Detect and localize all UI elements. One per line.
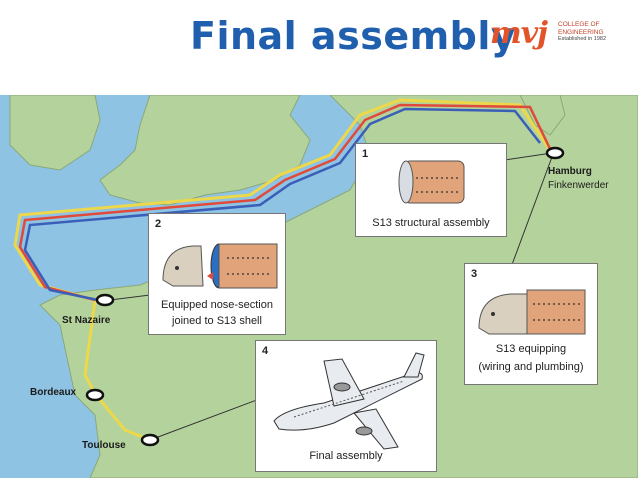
step-4-box: 4 Final assembly: [255, 340, 437, 472]
page-title: Final assembly: [190, 14, 517, 58]
hamburg-marker: [545, 146, 565, 160]
hamburg-label: Hamburg: [548, 166, 592, 177]
route-map: Hamburg Finkenwerder St Nazaire Bordeaux…: [0, 94, 638, 479]
logo-mark: mvj: [490, 16, 548, 51]
aircraft-icon: [273, 352, 425, 450]
equipped-fuselage-icon: [478, 289, 586, 335]
bordeaux-label: Bordeaux: [30, 387, 77, 398]
step-2-box: 2 Equipped nose-section joined to S13 sh…: [148, 213, 286, 335]
connector-4: [149, 394, 271, 441]
ireland-landmass: [9, 94, 101, 171]
step-4-number: 4: [262, 345, 269, 357]
step-3-number: 3: [471, 268, 478, 280]
st-nazaire-marker: [95, 293, 115, 307]
denmark-landmass: [519, 94, 566, 136]
fuselage-shell-icon: [398, 160, 465, 204]
step-1-caption: S13 structural assembly: [372, 217, 490, 229]
step-1-box: 1 S13 structural assembly: [355, 143, 507, 237]
toulouse-label: Toulouse: [82, 440, 126, 451]
step-3-box: 3 S13 equipping (wiring and plumbing): [464, 263, 598, 385]
step-4-caption: Final assembly: [309, 450, 383, 462]
st-nazaire-label: St Nazaire: [62, 315, 111, 326]
connector-1: [504, 152, 553, 161]
bordeaux-marker: [85, 388, 105, 402]
route-blue: [23, 107, 541, 302]
logo-line-3: Established in 1982: [558, 36, 607, 42]
step-3-caption-line-2: (wiring and plumbing): [478, 361, 584, 373]
college-logo: mvj COLLEGE OF ENGINEERING Established i…: [490, 16, 610, 56]
route-red: [18, 103, 554, 302]
step-2-number: 2: [155, 218, 162, 230]
step-3-caption-line-1: S13 equipping: [495, 343, 567, 355]
step-2-caption-line-1: Equipped nose-section: [161, 299, 273, 311]
logo-line-1: COLLEGE OF: [558, 21, 600, 28]
connector-2: [109, 294, 151, 301]
step-1-number: 1: [362, 148, 369, 160]
connector-3: [509, 156, 553, 271]
nose-join-icon: [162, 243, 278, 289]
step-2-caption-line-2: joined to S13 shell: [172, 315, 262, 327]
toulouse-marker: [140, 433, 160, 447]
finkenwerder-label: Finkenwerder: [548, 180, 609, 191]
logo-text: COLLEGE OF ENGINEERING Established in 19…: [558, 21, 606, 44]
logo-line-2: ENGINEERING: [558, 28, 604, 36]
route-yellow: [13, 98, 554, 302]
